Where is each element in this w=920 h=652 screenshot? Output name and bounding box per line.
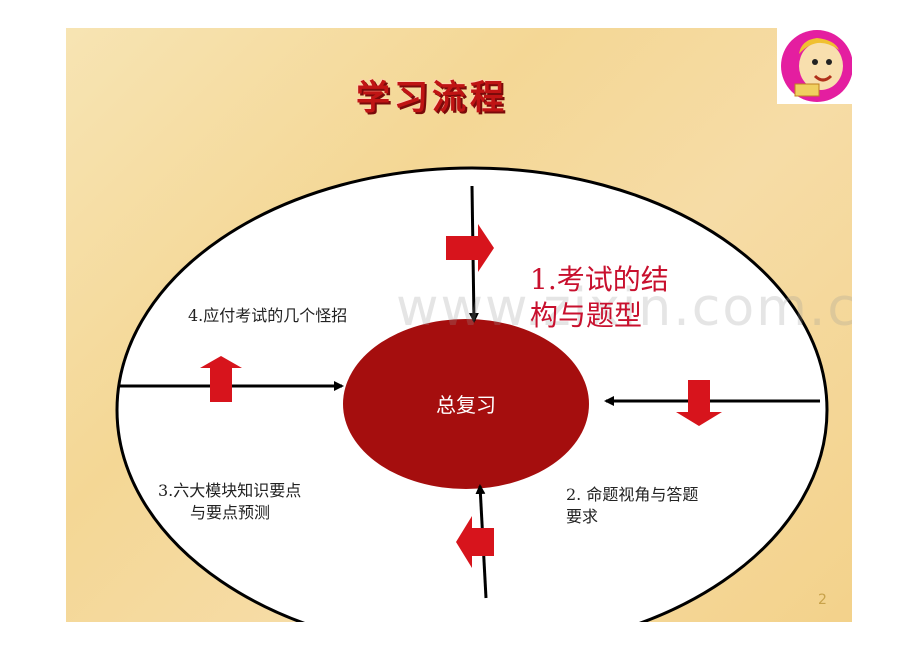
step-4-label: 4.应付考试的几个怪招 [188, 306, 348, 325]
step-2-line-1: 2. 命题视角与答题 [566, 485, 699, 504]
watermark: www.zixin.com.cn [396, 278, 852, 338]
step-3-line-1: 3.六大模块知识要点 [158, 481, 302, 500]
red-arrow-right [446, 224, 494, 272]
red-arrow-left [456, 516, 494, 568]
center-ellipse [343, 319, 589, 489]
step-1-label: 1.考试的结 构与题型 [530, 262, 730, 334]
red-arrow-up [200, 356, 242, 402]
step-2-line-2: 要求 [566, 507, 599, 526]
diagram-canvas [115, 166, 829, 622]
center-label: 总复习 [436, 393, 496, 417]
cartoon-avatar-icon [777, 28, 852, 104]
slide: 学习流程 www.zixin.com.cn 1.考试的结 构与题型 4.应付考试… [66, 28, 852, 622]
step-3-label: 3.六大模块知识要点 与要点预测 [158, 480, 358, 524]
step-1-line-2: 构与题型 [530, 299, 643, 332]
step-1-line-1: 1.考试的结 [530, 263, 669, 296]
step-2-label: 2. 命题视角与答题 要求 [566, 484, 766, 528]
slide-title: 学习流程 [356, 78, 508, 118]
step-3-line-2: 与要点预测 [190, 503, 271, 522]
page-number: 2 [818, 592, 827, 608]
red-arrow-down [676, 380, 722, 426]
